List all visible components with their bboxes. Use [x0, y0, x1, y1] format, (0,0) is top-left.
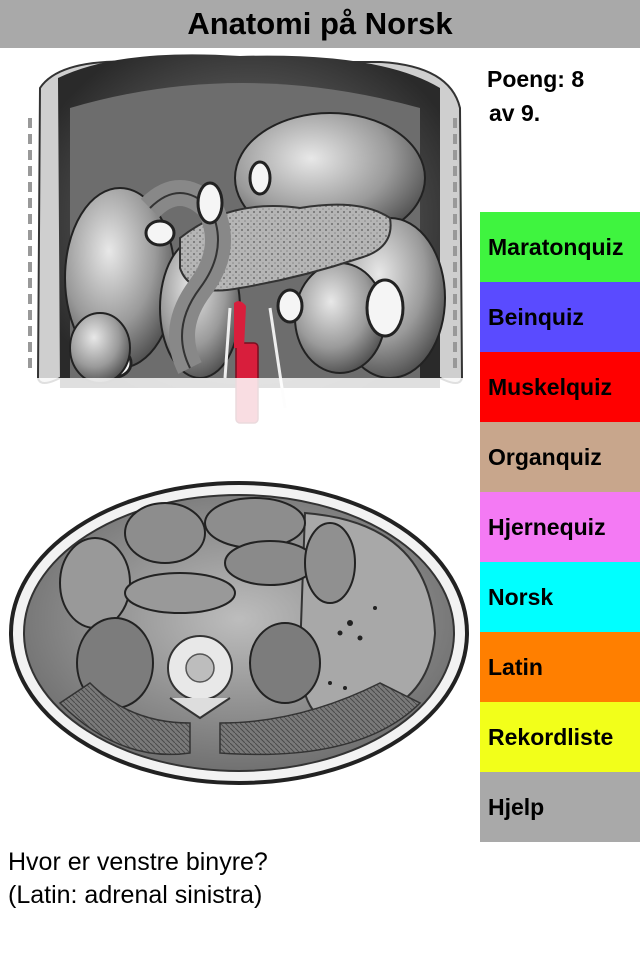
menu-item-beinquiz[interactable]: Beinquiz [480, 282, 640, 352]
score-display: Poeng: 8 av 9. [487, 62, 637, 130]
score-line: Poeng: 8 [487, 66, 585, 92]
menu-item-label: Hjelp [488, 793, 545, 820]
abdomen-cross-section-illustration [0, 433, 478, 843]
question-latin-line: (Latin: adrenal sinistra) [8, 881, 263, 909]
menu-item-label: Rekordliste [488, 723, 614, 750]
menu-item-latin[interactable]: Latin [480, 632, 640, 702]
abdomen-cross-section-drawing [0, 481, 478, 843]
menu-item-maratonquiz[interactable]: Maratonquiz [480, 212, 640, 282]
question-text: Hvor er venstre binyre? (Latin: adrenal … [8, 846, 628, 912]
menu-item-hjernequiz[interactable]: Hjernequiz [480, 492, 640, 562]
menu-item-label: Norsk [488, 583, 554, 610]
quiz-menu: Maratonquiz Beinquiz Muskelquiz Organqui… [480, 212, 640, 842]
menu-item-label: Beinquiz [488, 303, 584, 330]
menu-item-label: Maratonquiz [488, 233, 624, 260]
app-title: Anatomi på Norsk [187, 6, 453, 41]
abdomen-frontal-illustration [0, 48, 478, 433]
score-total-line: av 9. [489, 100, 541, 126]
menu-item-label: Muskelquiz [488, 373, 612, 400]
menu-item-norsk[interactable]: Norsk [480, 562, 640, 632]
menu-item-muskelquiz[interactable]: Muskelquiz [480, 352, 640, 422]
menu-item-organquiz[interactable]: Organquiz [480, 422, 640, 492]
title-bar: Anatomi på Norsk [0, 0, 640, 48]
menu-item-rekordliste[interactable]: Rekordliste [480, 702, 640, 772]
menu-item-label: Organquiz [488, 443, 602, 470]
question-line: Hvor er venstre binyre? [8, 848, 268, 876]
abdomen-frontal-drawing [0, 54, 478, 433]
menu-item-label: Latin [488, 653, 543, 680]
menu-item-label: Hjernequiz [488, 513, 606, 540]
menu-item-hjelp[interactable]: Hjelp [480, 772, 640, 842]
